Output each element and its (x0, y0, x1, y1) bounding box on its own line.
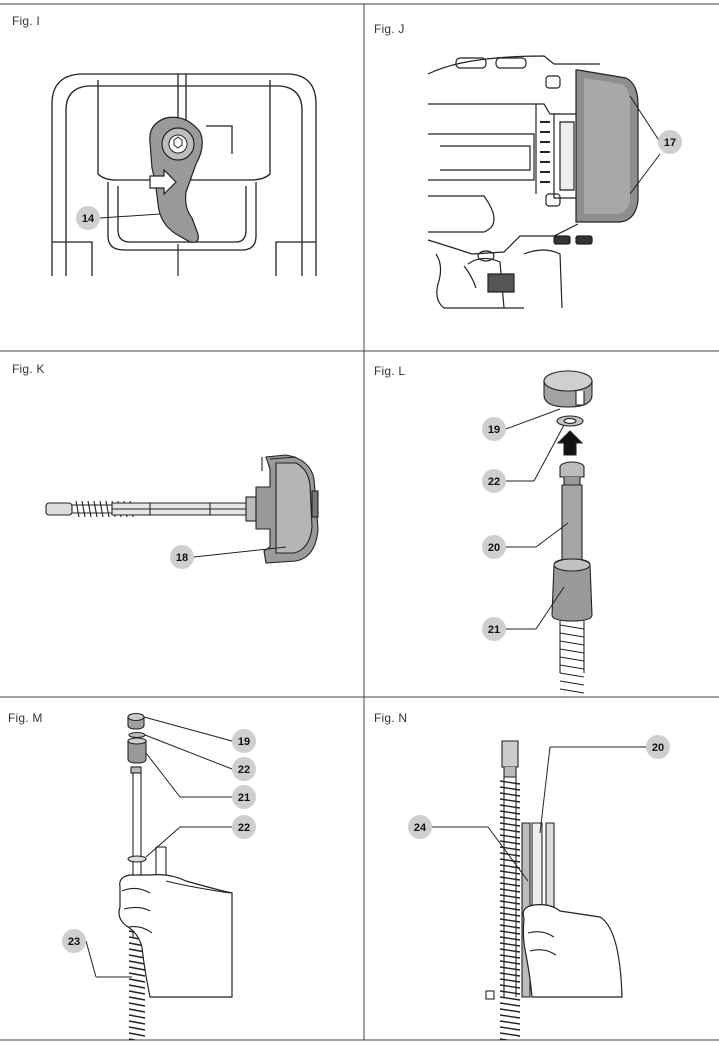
fig-l-label: Fig. L (374, 364, 406, 378)
callout-n-20-text: 20 (652, 742, 664, 754)
callout-m-19-badge (232, 729, 256, 753)
callout-20-badge (482, 535, 506, 559)
callout-m-22a-badge (232, 757, 256, 781)
callout-m-23-text: 23 (68, 936, 80, 948)
callout-n-24-badge (408, 815, 432, 839)
callout-m-19-text: 19 (238, 736, 250, 748)
fig-i-label: Fig. I (12, 14, 40, 28)
callout-21-text: 21 (488, 624, 500, 636)
callout-m-21-badge (232, 785, 256, 809)
fig-m-illustration: 19 22 21 22 23 (62, 712, 256, 1040)
callout-18-badge (170, 545, 194, 569)
callout-14-text: 14 (82, 213, 95, 225)
fig-n-illustration: 20 24 (408, 735, 670, 1040)
callout-m-22a-text: 22 (238, 764, 250, 776)
callout-21-badge (482, 617, 506, 641)
callout-m-21-text: 21 (238, 792, 250, 804)
fig-k-illustration: 18 (45, 454, 319, 569)
callout-n-20-badge (646, 735, 670, 759)
callout-17-badge (658, 130, 682, 154)
callout-m-23-badge (62, 929, 86, 953)
callout-20-text: 20 (488, 542, 500, 554)
callout-14-badge (76, 206, 100, 230)
fig-k-label: Fig. K (12, 362, 45, 376)
fig-n-label: Fig. N (374, 711, 408, 725)
callout-22-text: 22 (488, 476, 500, 488)
callout-n-24-text: 24 (414, 822, 427, 834)
callout-17-text: 17 (664, 137, 676, 149)
fig-l-illustration: 19 22 20 21 (482, 370, 593, 697)
fig-j-label: Fig. J (374, 22, 405, 36)
callout-22-badge (482, 469, 506, 493)
fig-j-illustration: 17 (427, 55, 682, 309)
fig-i-illustration: 14 (51, 73, 317, 276)
callout-m-22b-badge (232, 815, 256, 839)
callout-m-22b-text: 22 (238, 822, 250, 834)
release-lever (149, 116, 203, 243)
fig-m-label: Fig. M (8, 711, 43, 725)
callout-18-text: 18 (176, 552, 188, 564)
callout-19-badge (482, 417, 506, 441)
callout-19-text: 19 (488, 424, 500, 436)
